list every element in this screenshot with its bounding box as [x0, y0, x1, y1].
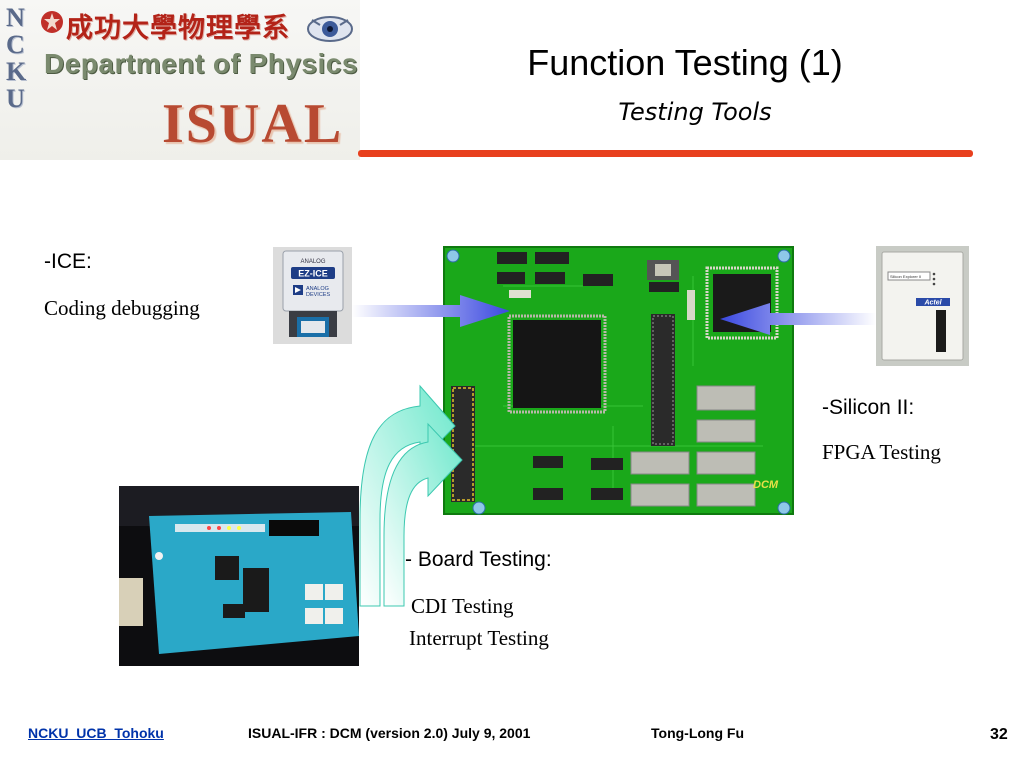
ice-heading: -ICE: — [44, 250, 92, 273]
board-testing-heading: - Board Testing: — [405, 548, 552, 571]
silicon-explorer-photo: Silicon Explorer II Actel — [876, 246, 969, 366]
actel-model: Silicon Explorer II — [890, 274, 921, 279]
footer-author: Tong-Long Fu — [651, 725, 745, 741]
ncku-letter: N — [6, 3, 25, 32]
footer-event: ISUAL-IFR : DCM (version 2.0) July 9, 20… — [248, 725, 531, 741]
isual-logo-text: ISUAL — [162, 93, 344, 155]
ez-ice-brand-top: ANALOG — [300, 259, 325, 265]
ez-ice-photo: ANALOG EZ-ICE ANALOG DEVICES — [273, 247, 352, 344]
pcb-label: DCM — [753, 479, 779, 491]
test-board-photo — [119, 486, 359, 666]
slide-title: Function Testing (1) — [527, 42, 843, 83]
actel-brand: Actel — [923, 300, 942, 307]
silicon-heading: -Silicon II: — [822, 396, 915, 419]
ez-ice-brand-2: DEVICES — [306, 292, 330, 298]
board-testing-item: Interrupt Testing — [409, 626, 549, 650]
university-chinese-name: 成功大學物理學系 — [66, 13, 290, 44]
slide-subtitle: Testing Tools — [618, 98, 772, 126]
ncku-letter: C — [6, 30, 25, 59]
ez-ice-label: EZ-ICE — [298, 269, 328, 279]
ncku-letter: U — [6, 84, 25, 113]
eye-emblem-icon — [307, 16, 353, 42]
footer-organization-link[interactable]: NCKU_UCB_Tohoku — [28, 725, 164, 741]
ncku-letter: K — [6, 57, 27, 86]
page-number: 32 — [990, 726, 1008, 743]
department-name: Department of Physics — [44, 48, 358, 79]
title-underline — [358, 150, 973, 157]
board-testing-item: CDI Testing — [411, 594, 514, 618]
ncku-letters: N C K U — [6, 3, 40, 112]
ice-description: Coding debugging — [44, 296, 200, 320]
university-seal-icon — [41, 11, 63, 33]
silicon-description: FPGA Testing — [822, 440, 941, 464]
dcm-pcb-diagram: DCM — [443, 246, 794, 515]
ez-ice-brand-1: ANALOG — [306, 286, 329, 292]
